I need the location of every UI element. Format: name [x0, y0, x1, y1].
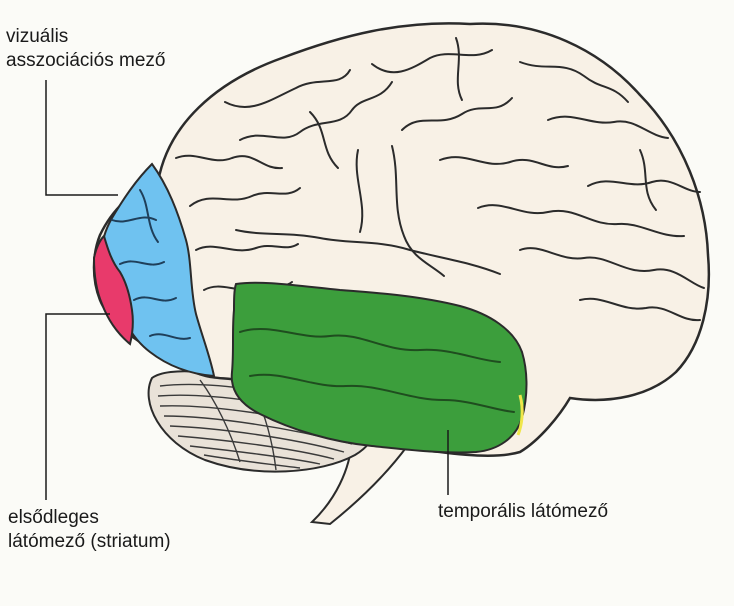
- label-primary-visual-line2: látómező (striatum): [8, 531, 171, 552]
- leader-primary-visual: [45, 313, 110, 500]
- label-primary-visual-line1: elsődleges: [8, 507, 99, 528]
- brainstem: [309, 438, 410, 526]
- label-visual-association-line2: asszociációs mező: [6, 50, 166, 71]
- primary-visual-area: [92, 234, 134, 346]
- label-visual-association: vizuális asszociációs mező: [6, 25, 165, 73]
- label-visual-association-line1: vizuális: [6, 26, 69, 47]
- label-temporal-visual-text: temporális látómező: [438, 501, 609, 522]
- occipital-sulci: [111, 189, 191, 340]
- temporal-visual-area: [230, 281, 528, 454]
- leader-lines: [45, 80, 449, 500]
- leader-visual-association: [45, 80, 118, 196]
- label-temporal-visual: temporális látómező: [438, 500, 608, 524]
- gyri-lines: [175, 37, 705, 322]
- temporal-edge-highlight: [516, 394, 524, 436]
- label-primary-visual: elsődleges látómező (striatum): [8, 506, 171, 554]
- temporal-sulci: [239, 327, 515, 413]
